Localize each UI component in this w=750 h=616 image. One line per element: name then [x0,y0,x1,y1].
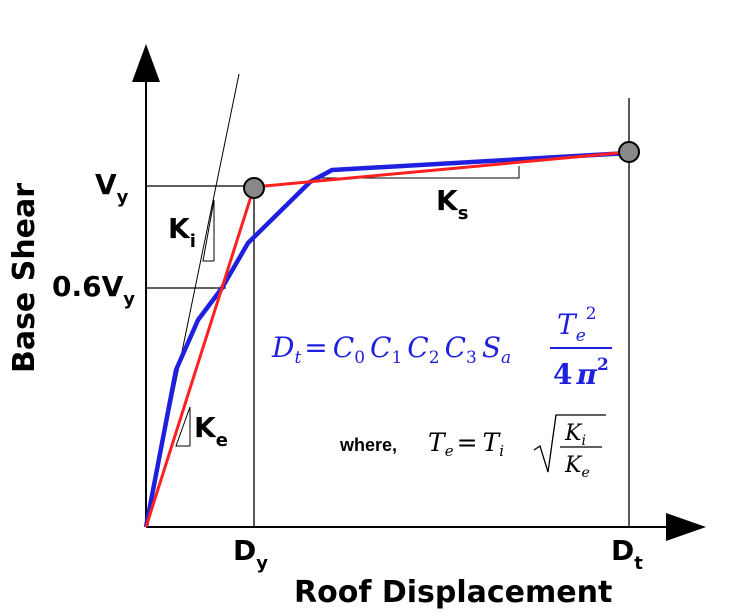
dy-label: Dy [233,534,268,574]
x-axis-title: Roof Displacement [294,575,612,610]
svg-text:Te2: Te2 [557,304,597,346]
ks-slope-triangle [320,166,520,179]
ki-label: Ki [168,212,196,252]
yield-point [243,177,265,199]
svg-text:where,: where, [339,435,397,455]
ke-label: Ke [194,411,228,451]
svg-text:Te=Ti: Te=Ti [428,428,504,460]
y-axis-title: Base Shear [7,183,42,373]
dt-label: Dt [611,534,643,574]
y-axis-arrow [132,44,160,82]
sqrt-sign [533,414,606,473]
effective-period-equation: where, Te=Ti Ki Ke [339,414,606,481]
svg-text:4π2: 4π2 [553,355,609,391]
svg-text:Ke: Ke [564,453,590,481]
ki-slope-triangle [202,199,215,262]
v06y-label: 0.6Vy [52,270,135,310]
capacity-curve [143,150,630,528]
target-point [618,141,640,163]
vy-label: Vy [95,168,129,208]
ks-label: Ks [436,184,468,224]
x-axis-arrow [666,513,706,541]
svg-text:Ki: Ki [564,421,586,449]
ke-slope-triangle [175,406,191,447]
